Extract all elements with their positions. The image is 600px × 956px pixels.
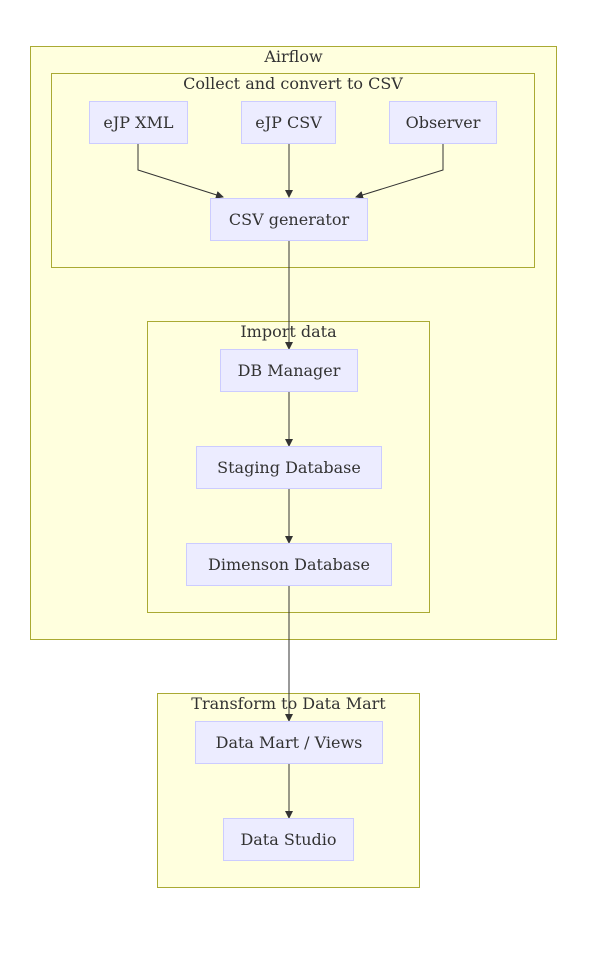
node-observer-label: Observer	[405, 113, 481, 132]
node-data-mart-views: Data Mart / Views	[195, 721, 383, 764]
node-dimension-database-label: Dimenson Database	[208, 555, 370, 574]
node-staging-database: Staging Database	[196, 446, 382, 489]
node-db-manager-label: DB Manager	[237, 361, 341, 380]
node-data-studio-label: Data Studio	[240, 830, 337, 849]
cluster-airflow-title: Airflow	[264, 47, 323, 66]
node-csv-generator-label: CSV generator	[228, 210, 350, 229]
node-observer: Observer	[389, 101, 497, 144]
node-ejp-xml-label: eJP XML	[103, 113, 174, 132]
cluster-import-data-title: Import data	[240, 322, 337, 341]
node-csv-generator: CSV generator	[210, 198, 368, 241]
node-staging-database-label: Staging Database	[217, 458, 361, 477]
node-ejp-xml: eJP XML	[89, 101, 188, 144]
node-data-studio: Data Studio	[223, 818, 354, 861]
node-dimension-database: Dimenson Database	[186, 543, 392, 586]
node-data-mart-views-label: Data Mart / Views	[215, 733, 363, 752]
node-ejp-csv-label: eJP CSV	[255, 113, 322, 132]
node-db-manager: DB Manager	[220, 349, 358, 392]
cluster-transform-data-mart-title: Transform to Data Mart	[191, 694, 386, 713]
cluster-collect-convert-title: Collect and convert to CSV	[183, 74, 403, 93]
node-ejp-csv: eJP CSV	[241, 101, 336, 144]
